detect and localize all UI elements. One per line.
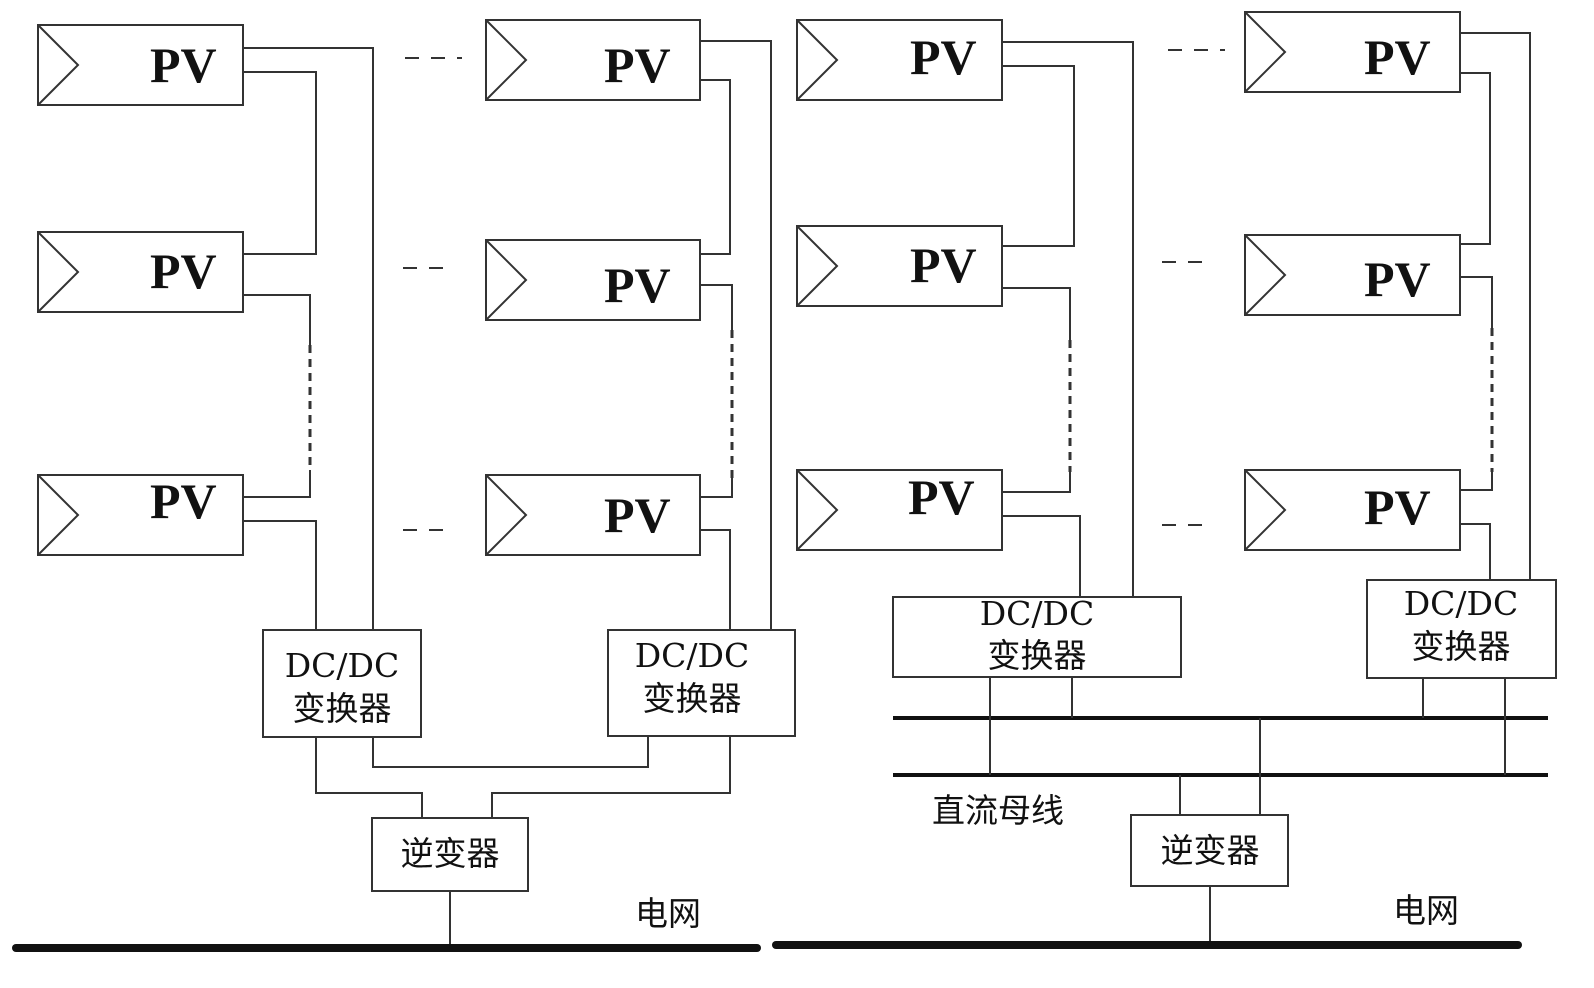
dcdc-converter: DC/DC 变换器	[607, 629, 796, 737]
pv-label: PV	[1364, 29, 1431, 85]
dcdc-converter: DC/DC 变换器	[262, 629, 422, 738]
dcdc-label: DC/DC	[1404, 584, 1519, 623]
pv-label: PV	[910, 29, 977, 85]
pv-module: PV	[37, 231, 244, 313]
inverter-label: 逆变器	[401, 834, 500, 873]
pv-module: PV	[37, 24, 244, 106]
pv-label: PV	[150, 243, 217, 299]
pv-label: PV	[908, 469, 975, 525]
pv-label: PV	[1364, 479, 1431, 535]
pv-module: PV	[796, 469, 1003, 551]
converter-to-bus-wiring	[989, 677, 1506, 775]
dcdc-label: DC/DC	[285, 646, 400, 685]
pv-label: PV	[150, 473, 217, 529]
dcdc-label: 变换器	[988, 636, 1087, 675]
bus-to-inverter-wiring	[1179, 718, 1261, 815]
string-wiring-left-2	[700, 40, 772, 630]
string-wiring-left-1	[243, 47, 374, 630]
pv-module: PV	[1244, 11, 1461, 93]
pv-module: PV	[485, 19, 701, 101]
dcdc-label: 变换器	[1412, 627, 1511, 666]
dcdc-label: 变换器	[293, 689, 392, 728]
dc-bus-label: 直流母线	[932, 791, 1064, 830]
dcdc-label: 变换器	[643, 679, 742, 718]
converter-to-inverter-wiring-left	[315, 736, 731, 818]
string-wiring-right-2	[1460, 32, 1531, 580]
dcdc-converter: DC/DC 变换器	[1366, 579, 1557, 679]
pv-label: PV	[604, 487, 671, 543]
inverter: 逆变器	[371, 817, 529, 892]
dcdc-label: DC/DC	[635, 636, 750, 675]
pv-label: PV	[1364, 251, 1431, 307]
dcdc-converter: DC/DC 变换器	[892, 594, 1182, 678]
pv-module: PV	[485, 239, 701, 321]
grid-label: 电网	[1393, 891, 1459, 930]
string-wiring-right-1	[1002, 41, 1134, 597]
dcdc-label: DC/DC	[980, 594, 1095, 633]
pv-label: PV	[150, 37, 217, 93]
pv-module: PV	[485, 474, 701, 556]
pv-label: PV	[910, 237, 977, 293]
inverter-label: 逆变器	[1161, 831, 1260, 870]
grid-label: 电网	[635, 894, 701, 933]
pv-label: PV	[604, 257, 671, 313]
pv-module: PV	[796, 19, 1003, 101]
pv-module: PV	[796, 225, 1003, 307]
pv-module: PV	[37, 473, 244, 556]
inverter: 逆变器	[1130, 814, 1289, 887]
pv-module: PV	[1244, 469, 1461, 551]
pv-module: PV	[1244, 234, 1461, 316]
pv-label: PV	[604, 37, 671, 93]
